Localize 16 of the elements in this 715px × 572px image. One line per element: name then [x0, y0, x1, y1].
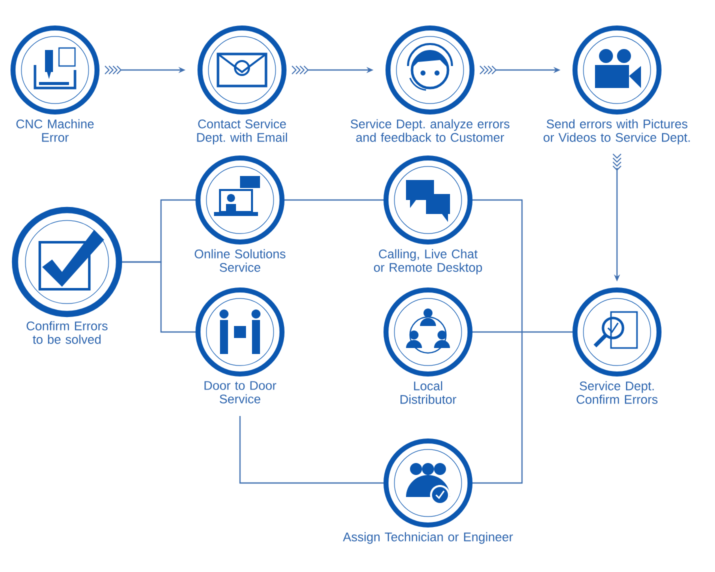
step-label: Confirm Errors to be solved — [26, 321, 108, 344]
step-label: Door to Door Service — [204, 381, 276, 404]
connector-line — [239, 416, 384, 484]
step-label: Service Dept. Confirm Errors — [576, 381, 658, 404]
connector-line — [122, 261, 196, 333]
step-label: Calling, Live Chat or Remote Desktop — [374, 249, 482, 274]
step-label: Contact Service Dept. with Email — [197, 119, 287, 144]
step-label: Assign Technician or Engineer — [342, 532, 513, 544]
step-label: CNC Machine Error — [16, 119, 94, 142]
step-label: Local Distributor — [400, 381, 456, 404]
connector-line — [284, 199, 384, 201]
connector-line — [472, 199, 523, 484]
step-label: Online Solutions Service — [194, 249, 286, 272]
connector-line — [472, 331, 572, 333]
step-label: Service Dept. analyze errors and feedback to Customer — [350, 119, 510, 142]
step-label: Send errors with Pictures or Videos to Service Dept. — [544, 119, 690, 144]
